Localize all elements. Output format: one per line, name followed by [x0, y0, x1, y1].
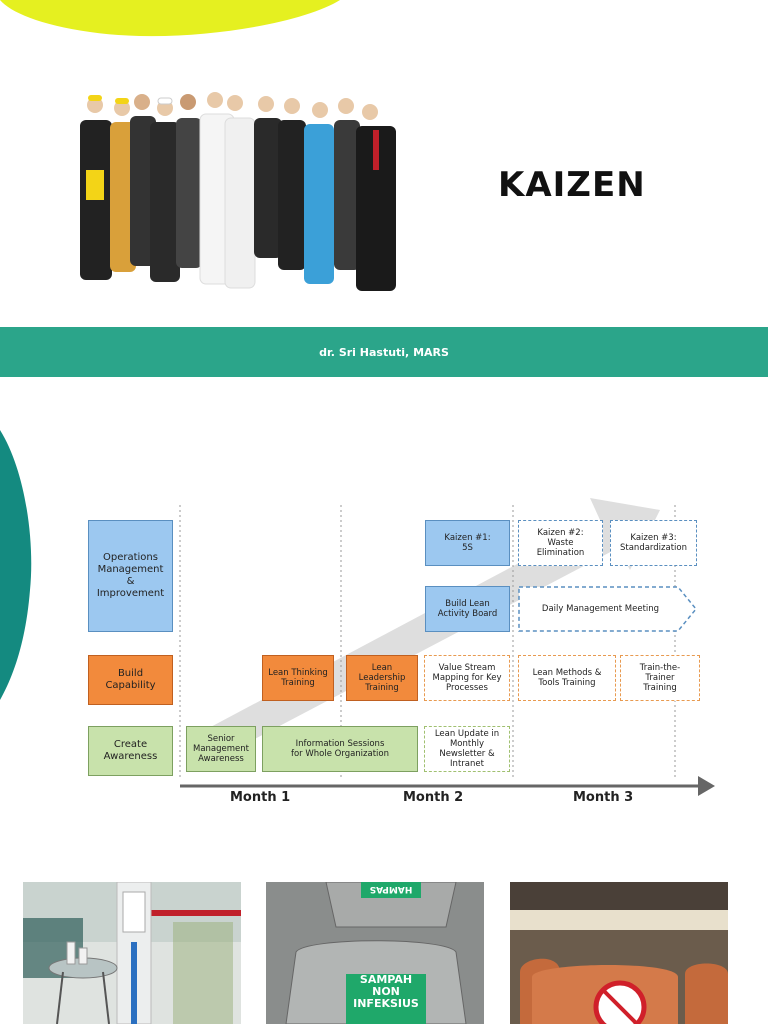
activity-lean-update-newsletter: Lean Update in Monthly Newsletter & Intr…	[424, 726, 510, 772]
activity-train-the-trainer: Train-the- Trainer Training	[620, 655, 700, 701]
activity-daily-management-meeting: Daily Management Meeting	[541, 603, 660, 614]
activity-kaizen-1: Kaizen #1: 5S	[425, 520, 510, 566]
activity-lean-activity-board: Build Lean Activity Board	[425, 586, 510, 632]
month-label-1: Month 1	[230, 790, 291, 805]
activity-kaizen-3: Kaizen #3: Standardization	[610, 520, 697, 566]
activity-lean-leadership-training: Lean Leadership Training	[346, 655, 418, 701]
activity-information-sessions: Information Sessions for Whole Organizat…	[262, 726, 418, 772]
photo-non-infectious-trash-bin	[266, 882, 484, 1024]
activity-lean-thinking-training: Lean Thinking Training	[262, 655, 334, 701]
kaizen-roadmap-diagram: Operations Management & Improvement Buil…	[0, 490, 768, 820]
trash-bin-sign-label: SAMPAH NON INFEKSIUS	[353, 973, 419, 1011]
activity-lean-methods-training: Lean Methods & Tools Training	[518, 655, 616, 701]
author-banner: dr. Sri Hastuti, MARS	[0, 327, 768, 377]
activity-kaizen-2: Kaizen #2: Waste Elimination	[518, 520, 603, 566]
yellow-swoosh-decoration	[0, 0, 340, 37]
photo-hand-sanitizer-station	[23, 882, 241, 1024]
activity-value-stream-mapping: Value Stream Mapping for Key Processes	[424, 655, 510, 701]
category-operations: Operations Management & Improvement	[88, 520, 173, 632]
author-name: dr. Sri Hastuti, MARS	[319, 345, 449, 359]
activity-senior-management-awareness: Senior Management Awareness	[186, 726, 256, 772]
upper-bin-sign-label: HAMPAS	[369, 884, 413, 894]
photo-no-sitting-chair	[510, 882, 728, 1024]
daily-meeting-arrow-shape	[518, 586, 697, 632]
teal-side-decoration	[0, 430, 32, 700]
month-label-3: Month 3	[573, 790, 634, 805]
category-build-capability: Build Capability	[88, 655, 173, 705]
slide-title: KAIZEN	[498, 165, 646, 205]
month-label-2: Month 2	[403, 790, 464, 805]
category-create-awareness: Create Awareness	[88, 726, 173, 776]
timeline-arrowhead	[698, 776, 715, 796]
workers-group-image	[30, 70, 430, 310]
